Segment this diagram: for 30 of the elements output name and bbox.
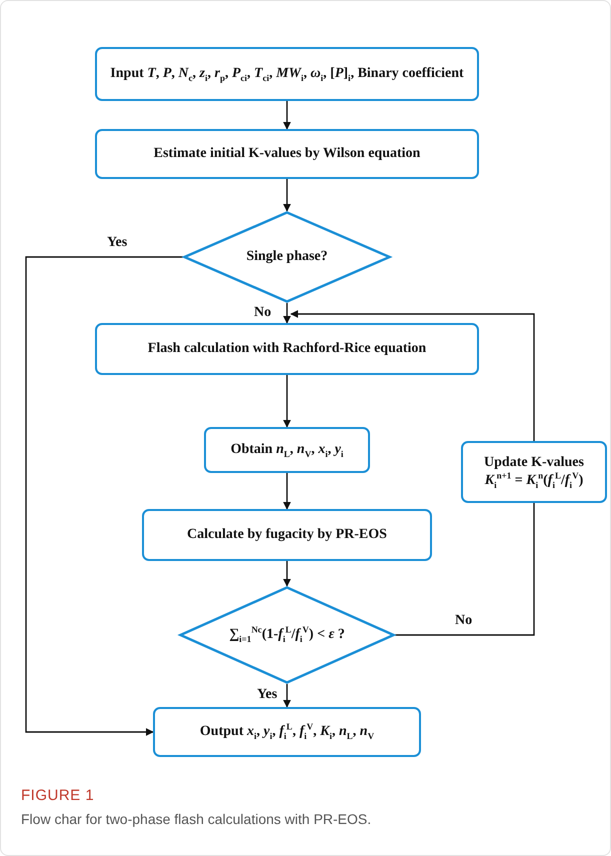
figure-caption: Flow char for two-phase flash calculations with PR-EOS. xyxy=(21,811,372,827)
node-text: Output x$_{i}$, y$_{i}$, f$_{i}$$^{L}$, f$_{i}$$^{V}$, K$_{i}$, n$_{L}$, n$_{V}$ xyxy=(200,722,374,742)
node-text: ∑$_{i=1}$$^{Nc}$(1-f$_{i}$$^{L}$/f$_{i}$$^{V}$) < ε ? xyxy=(229,626,345,644)
process-box xyxy=(95,323,479,375)
connector-arrow xyxy=(283,303,291,324)
node-text: K$_{i}$$^{n+1}$ = K$_{i}$$^{n}$(f$_{i}$$^{L}$/f$_{i}$$^{V}$) xyxy=(484,472,584,490)
connector-arrow xyxy=(25,256,183,736)
node-text: Estimate initial K-values by Wilson equation xyxy=(154,144,420,163)
node-text: Single phase? xyxy=(246,248,328,266)
process-box xyxy=(142,509,432,561)
figure-label: FIGURE 1 xyxy=(21,787,94,804)
process-box xyxy=(204,427,370,473)
process-box xyxy=(95,47,479,101)
decision-diamond xyxy=(183,211,391,303)
connector-arrow xyxy=(283,473,291,510)
connector-arrow xyxy=(283,561,291,587)
node-text: Flash calculation with Rachford-Rice equation xyxy=(148,340,426,358)
connector-arrow xyxy=(283,375,291,428)
connector-arrow xyxy=(283,684,291,708)
connector-arrow xyxy=(283,101,291,130)
decision-diamond xyxy=(179,586,395,684)
node-text: Input T, P, N$_{c}$, z$_{i}$, r$_{p}$, P$_{ci}$, T$_{ci}$, MW$_{i}$, ω$_{i}$, [P]$_{i}$, Binary coefficient xyxy=(110,64,464,84)
process-box xyxy=(95,129,479,179)
node-text: Obtain n$_{L}$, n$_{V}$, x$_{i}$, y$_{i}$ xyxy=(230,440,344,460)
process-box xyxy=(461,441,607,503)
node-text: Calculate by fugacity by PR-EOS xyxy=(187,526,387,544)
connector-arrow xyxy=(290,310,535,441)
node-text: Update K-values xyxy=(484,454,584,472)
connector-arrow xyxy=(283,179,291,212)
process-box xyxy=(153,707,421,757)
